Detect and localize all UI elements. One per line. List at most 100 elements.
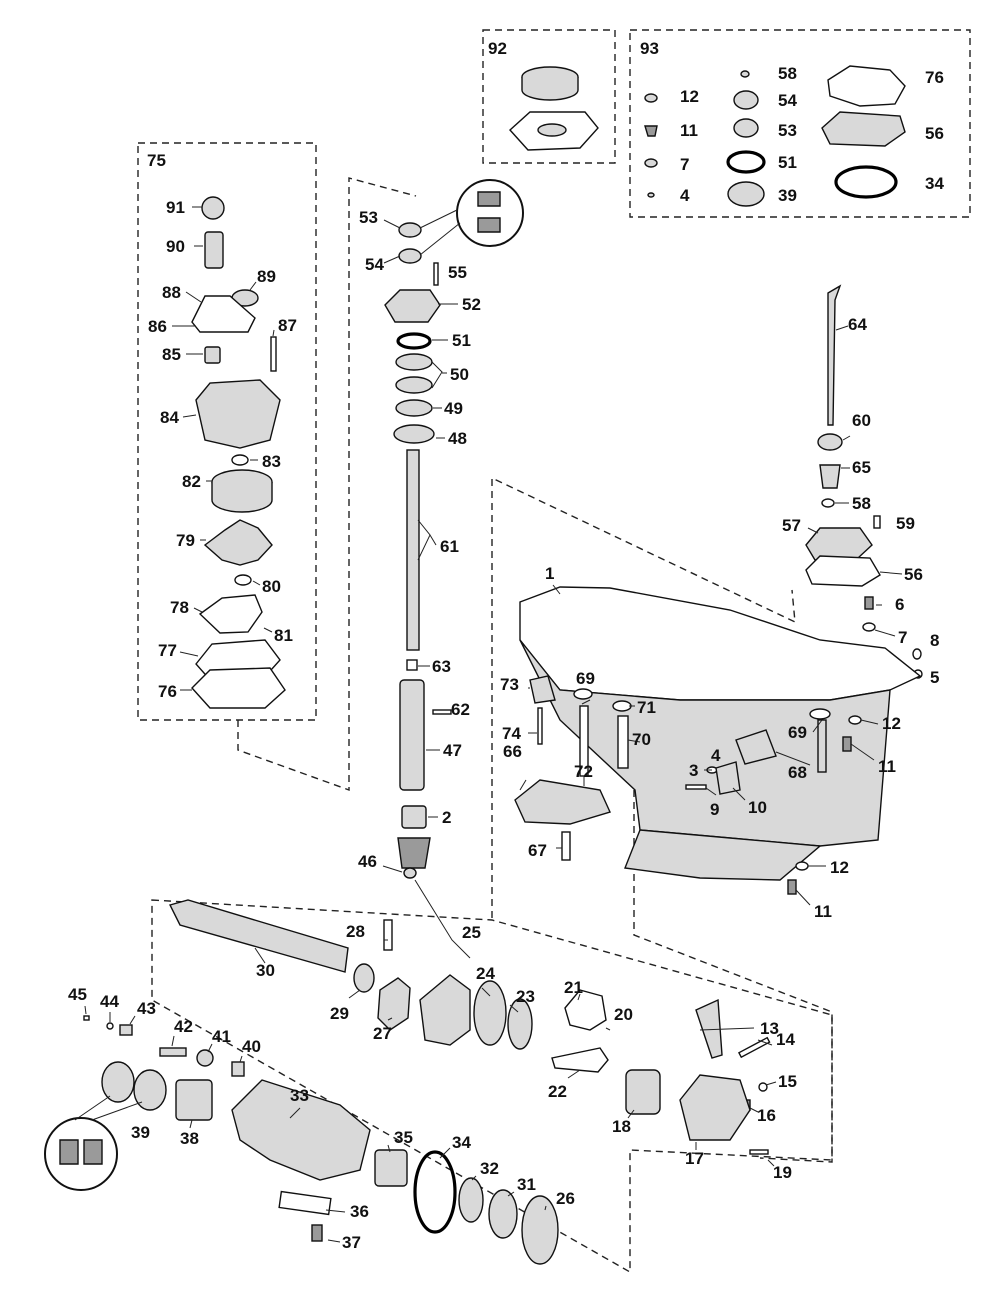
callout-71: 71	[637, 698, 656, 717]
kit-75-parts	[191, 196, 286, 709]
callout-89: 89	[257, 267, 276, 286]
callout-78: 78	[170, 598, 189, 617]
callout-32: 32	[480, 1159, 499, 1178]
callout-34: 34	[452, 1133, 471, 1152]
callout-62: 62	[451, 700, 470, 719]
lower-housing-outline	[633, 790, 833, 1163]
callout-64: 64	[848, 315, 867, 334]
callout-35: 35	[394, 1128, 413, 1147]
callout-14: 14	[776, 1030, 795, 1049]
callout-38: 38	[180, 1129, 199, 1148]
callout-52: 52	[462, 295, 481, 314]
callout-39: 39	[131, 1123, 150, 1142]
callout-61: 61	[440, 537, 459, 556]
callout-92: 92	[488, 39, 507, 58]
kit-93-parts	[644, 65, 906, 207]
callout-12-kit: 12	[680, 87, 699, 106]
callout-4: 4	[711, 746, 721, 765]
callout-59: 59	[896, 514, 915, 533]
callout-11b: 11	[814, 902, 832, 921]
callout-90: 90	[166, 237, 185, 256]
callout-7: 7	[898, 628, 907, 647]
callout-11a: 11	[878, 757, 896, 776]
callout-47: 47	[443, 741, 462, 760]
callout-7-kit: 7	[680, 155, 689, 174]
callout-40: 40	[242, 1037, 261, 1056]
callout-82: 82	[182, 472, 201, 491]
propshaft-group-outline	[151, 899, 833, 1274]
callout-28: 28	[346, 922, 365, 941]
callout-57: 57	[782, 516, 801, 535]
callout-36: 36	[350, 1202, 369, 1221]
callout-1: 1	[545, 564, 554, 583]
seal-detail-circle-top	[419, 179, 524, 256]
callout-56-kit: 56	[925, 124, 944, 143]
kit-box-92	[482, 29, 616, 164]
callout-81: 81	[274, 626, 293, 645]
callout-34-kit: 34	[925, 174, 944, 193]
callout-4-kit: 4	[680, 186, 690, 205]
callout-29: 29	[330, 1004, 349, 1023]
callout-48: 48	[448, 429, 467, 448]
callout-12b: 12	[830, 858, 849, 877]
callout-58-kit: 58	[778, 64, 797, 83]
callout-69a: 69	[576, 669, 595, 688]
seal-detail-circle-bottom	[44, 1095, 143, 1191]
callout-55: 55	[448, 263, 467, 282]
callout-87: 87	[278, 316, 297, 335]
callout-53: 53	[359, 208, 378, 227]
bearing-carrier-assembly	[83, 1015, 559, 1265]
callout-76: 76	[158, 682, 177, 701]
callout-70: 70	[632, 730, 651, 749]
callout-72: 72	[574, 762, 593, 781]
callout-20: 20	[614, 1005, 633, 1024]
kit-box-93	[629, 29, 971, 218]
callout-18: 18	[612, 1117, 631, 1136]
callout-75: 75	[147, 151, 166, 170]
callout-21: 21	[564, 978, 583, 997]
callout-3: 3	[689, 761, 698, 780]
propshaft-assembly	[168, 899, 771, 1155]
callout-51: 51	[452, 331, 471, 350]
gearcase-housing	[514, 586, 922, 895]
callout-22: 22	[548, 1082, 567, 1101]
callout-26: 26	[556, 1189, 575, 1208]
callout-91: 91	[166, 198, 185, 217]
driveshaft-stack	[384, 222, 452, 879]
callout-67: 67	[528, 841, 547, 860]
callout-51-kit: 51	[778, 153, 797, 172]
callout-9: 9	[710, 800, 719, 819]
callout-68: 68	[788, 763, 807, 782]
callout-37: 37	[342, 1233, 361, 1252]
callout-19: 19	[773, 1163, 792, 1182]
callout-76-kit: 76	[925, 68, 944, 87]
callout-74: 74	[502, 724, 521, 743]
callout-69b: 69	[788, 723, 807, 742]
callout-66: 66	[503, 742, 522, 761]
callout-8: 8	[930, 631, 939, 650]
callout-60: 60	[852, 411, 871, 430]
callout-50: 50	[450, 365, 469, 384]
callout-15: 15	[778, 1072, 797, 1091]
callout-43: 43	[137, 999, 156, 1018]
callout-31: 31	[517, 1175, 536, 1194]
callout-numbers: 92 93 58 76 12 54 11 53 56 7 51 34 4 39 …	[68, 39, 944, 1252]
callout-86: 86	[148, 317, 167, 336]
callout-33: 33	[290, 1086, 309, 1105]
leader-lines	[84, 206, 903, 1243]
shift-rod-assembly	[805, 284, 923, 679]
callout-63: 63	[432, 657, 451, 676]
callout-65: 65	[852, 458, 871, 477]
callout-45: 45	[68, 985, 87, 1004]
callout-53-kit: 53	[778, 121, 797, 140]
callout-46: 46	[358, 852, 377, 871]
callout-41: 41	[212, 1027, 231, 1046]
callout-44: 44	[100, 992, 119, 1011]
callout-42: 42	[174, 1017, 193, 1036]
callout-23: 23	[516, 987, 535, 1006]
callout-83: 83	[262, 452, 281, 471]
callout-77: 77	[158, 641, 177, 660]
callout-11-kit: 11	[680, 121, 698, 140]
callout-5: 5	[930, 668, 939, 687]
